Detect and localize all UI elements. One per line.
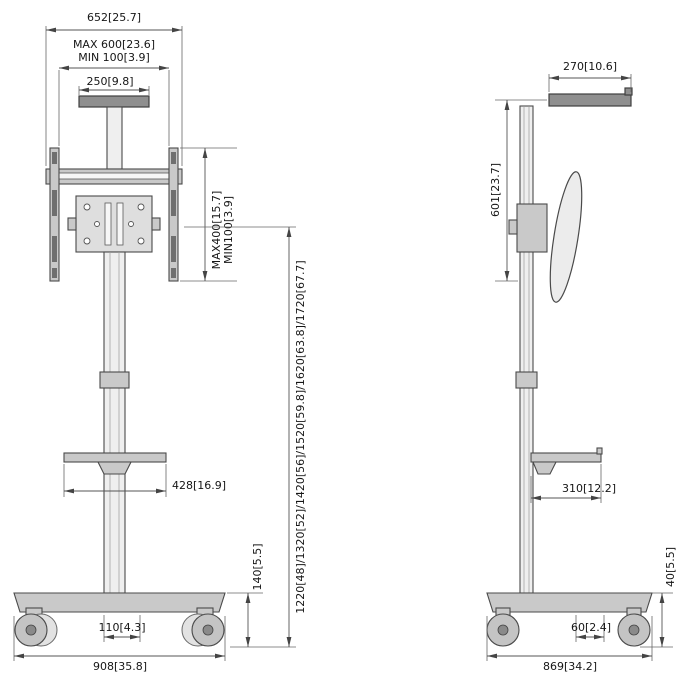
dim-front-vesa-height: MAX400[15.7] MIN100[3.9] [180, 147, 237, 282]
side-mount-knob [508, 219, 518, 235]
dim-label-869: 869[34.2] [543, 660, 597, 673]
dim-front-width-top: 652[25.7] [45, 11, 183, 166]
dim-label-110: 110[4.3] [98, 621, 145, 634]
front-crossbar-slot [52, 172, 176, 180]
dim-label-min100: MIN 100[3.9] [78, 51, 150, 64]
dim-side-shelf-depth: 310[12.2] [530, 464, 616, 503]
dim-side-base-height: 40[5.5] [640, 547, 677, 648]
front-column-collar [99, 371, 130, 389]
side-shelf [530, 447, 603, 475]
front-mount-plate [67, 195, 161, 253]
dim-label-40: 40[5.5] [664, 547, 677, 587]
side-tv-screen [549, 171, 583, 303]
side-top-tray [548, 93, 632, 107]
dim-front-caster-spacing: 110[4.3] [98, 615, 146, 642]
dim-label-908: 908[35.8] [93, 660, 147, 673]
side-left-caster [486, 607, 520, 647]
dim-label-250: 250[9.8] [86, 75, 133, 88]
side-right-caster [617, 607, 651, 647]
side-view-dimensions: 270[10.6] 601[23.7] 310[12.2] 40[5.5] 60… [486, 60, 677, 673]
front-left-caster [14, 607, 58, 647]
dim-label-140: 140[5.5] [251, 543, 264, 590]
front-right-arm [168, 147, 179, 282]
dim-front-width-max-min: MAX 600[23.6] MIN 100[3.9] [58, 38, 170, 146]
dim-label-428: 428[16.9] [172, 479, 226, 492]
dim-label-601: 601[23.7] [489, 163, 502, 217]
side-top-tray-lip [624, 87, 633, 96]
dim-label-max400: MAX400[15.7] [210, 191, 223, 270]
dim-front-plate-width: 250[9.8] [78, 75, 150, 95]
front-top-tray [78, 95, 150, 108]
dim-front-column-heights: 1220[48]/1320[52]/1420[56]/1520[59.8]/16… [184, 226, 307, 648]
dim-label-max600: MAX 600[23.6] [73, 38, 155, 51]
side-mount-bracket [516, 203, 548, 253]
dim-label-310: 310[12.2] [562, 482, 616, 495]
front-view [13, 95, 226, 647]
dim-front-shelf-width: 428[16.9] [63, 464, 226, 497]
dim-label-652: 652[25.7] [87, 11, 141, 24]
front-base [13, 592, 226, 613]
front-right-caster [181, 607, 225, 647]
dim-side-base-depth: 869[34.2] [486, 616, 653, 673]
front-shelf [63, 452, 167, 475]
dim-front-base-height: 140[5.5] [227, 543, 264, 647]
front-upper-column [106, 106, 123, 170]
dim-label-60: 60[2.4] [571, 621, 611, 634]
front-view-dimensions: 652[25.7] MAX 600[23.6] MIN 100[3.9] 250… [13, 11, 307, 673]
dim-side-tray-to-mount: 601[23.7] [489, 99, 547, 282]
dim-side-tray-depth: 270[10.6] [548, 60, 632, 92]
dim-front-base-width: 908[35.8] [13, 616, 226, 673]
front-column [103, 251, 126, 594]
dim-label-heights: 1220[48]/1320[52]/1420[56]/1520[59.8]/16… [294, 260, 307, 613]
side-column [519, 105, 534, 594]
side-column-collar [515, 371, 538, 389]
side-base [486, 592, 653, 613]
dim-label-270: 270[10.6] [563, 60, 617, 73]
dim-side-caster-offset: 60[2.4] [571, 615, 611, 642]
front-left-arm [49, 147, 60, 282]
dim-label-min100-v: MIN100[3.9] [222, 196, 235, 264]
side-view [486, 87, 653, 647]
